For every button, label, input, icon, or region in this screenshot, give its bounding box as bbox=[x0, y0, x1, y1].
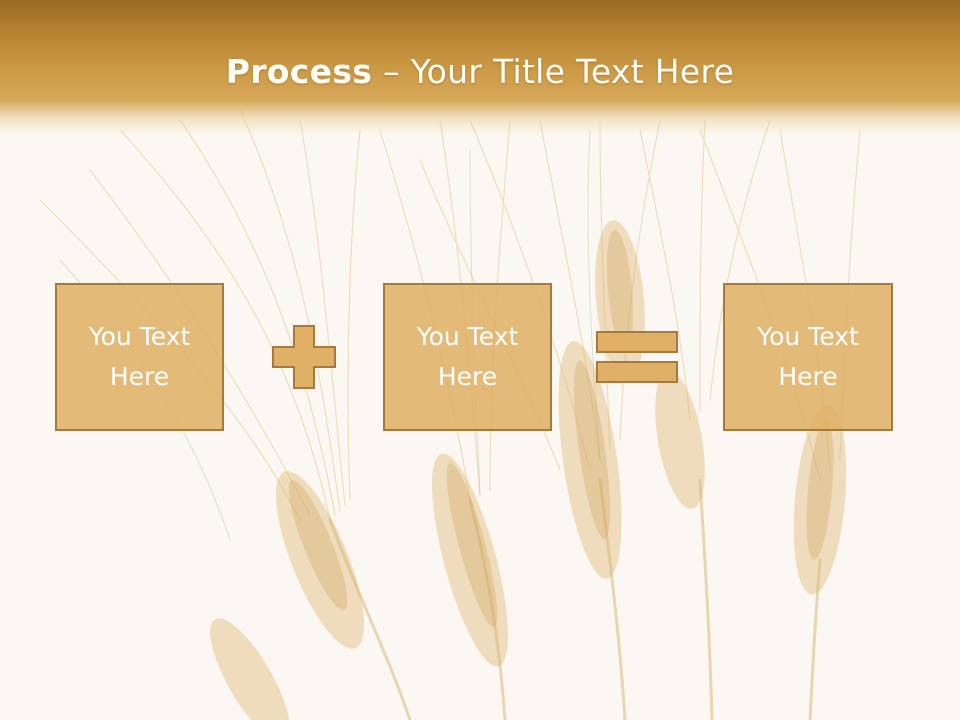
box-text-line2: Here bbox=[437, 362, 498, 391]
title-bar bbox=[0, 0, 960, 135]
title-rest: – Your Title Text Here bbox=[372, 52, 735, 91]
process-box-3[interactable]: You Text Here bbox=[723, 283, 893, 431]
box-text-line2: Here bbox=[778, 362, 838, 391]
plus-icon bbox=[272, 325, 336, 389]
slide-title: Process – Your Title Text Here bbox=[0, 52, 960, 91]
process-box-2[interactable]: You Text Here bbox=[383, 283, 552, 431]
box-text-line1: You Text bbox=[88, 322, 191, 351]
box-text-line2: Here bbox=[109, 362, 170, 391]
box-text-line1: You Text bbox=[416, 322, 519, 351]
title-bold-word: Process bbox=[225, 52, 373, 91]
process-box-1[interactable]: You Text Here bbox=[55, 283, 224, 431]
equals-icon bbox=[596, 331, 678, 383]
box-text-line1: You Text bbox=[757, 322, 859, 351]
